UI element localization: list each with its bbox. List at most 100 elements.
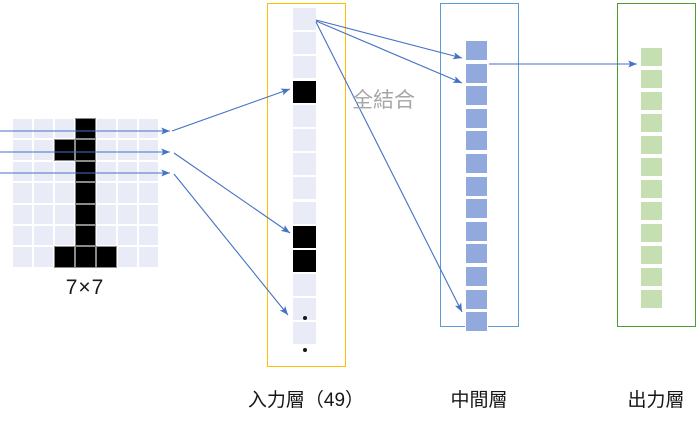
pixel-cell bbox=[33, 182, 54, 204]
input-image-grid bbox=[12, 118, 159, 268]
input-neuron bbox=[293, 298, 316, 321]
pixel-cell bbox=[75, 203, 96, 225]
pixel-cell bbox=[138, 224, 159, 247]
output-neuron bbox=[640, 157, 663, 177]
output-neuron bbox=[640, 69, 663, 89]
fully-connected-label: 全結合 bbox=[352, 89, 415, 112]
pixel-cell bbox=[12, 118, 33, 140]
middle-neuron bbox=[465, 175, 488, 197]
pixel-cell bbox=[117, 160, 138, 183]
pixel-cell bbox=[33, 139, 54, 161]
input-neuron bbox=[293, 274, 316, 297]
output-neuron bbox=[640, 267, 663, 287]
pixel-cell bbox=[75, 182, 96, 204]
pixel-cell bbox=[117, 182, 138, 204]
middle-neuron bbox=[465, 265, 488, 287]
pixel-cell bbox=[54, 139, 75, 161]
pixel-cell bbox=[12, 246, 33, 268]
output-neuron bbox=[640, 113, 663, 133]
output-neuron bbox=[640, 91, 663, 111]
output-neuron bbox=[640, 245, 663, 265]
input-layer-ellipsis bbox=[298, 316, 312, 380]
input-neuron bbox=[293, 249, 316, 272]
output-neuron bbox=[640, 135, 663, 155]
pixel-cell bbox=[117, 139, 138, 161]
pixel-cell bbox=[96, 118, 117, 140]
ellipsis-dot bbox=[303, 348, 307, 352]
pixel-cell bbox=[54, 118, 75, 140]
pixel-cell bbox=[96, 246, 117, 268]
input-neuron bbox=[293, 322, 316, 345]
output-neuron bbox=[640, 201, 663, 221]
output-neuron bbox=[640, 179, 663, 199]
input-neuron bbox=[293, 201, 316, 224]
input-neuron bbox=[293, 177, 316, 200]
pixel-cell bbox=[96, 203, 117, 225]
pixel-cell bbox=[96, 182, 117, 204]
pixel-cell bbox=[54, 246, 75, 268]
pixel-cell bbox=[75, 246, 96, 268]
middle-neuron bbox=[465, 62, 488, 84]
input-layer-neurons bbox=[293, 8, 316, 347]
input-neuron bbox=[293, 128, 316, 151]
pixel-cell bbox=[12, 160, 33, 183]
pixel-cell bbox=[117, 246, 138, 268]
pixel-cell bbox=[75, 224, 96, 247]
middle-neuron bbox=[465, 288, 488, 310]
input-neuron bbox=[293, 153, 316, 176]
middle-neuron bbox=[465, 220, 488, 242]
pixel-cell bbox=[117, 203, 138, 225]
pixel-cell bbox=[12, 224, 33, 247]
pixel-cell bbox=[33, 160, 54, 183]
pixel-cell bbox=[96, 160, 117, 183]
ellipsis-dot bbox=[303, 316, 307, 320]
pixel-cell bbox=[117, 224, 138, 247]
middle-neuron bbox=[465, 152, 488, 174]
output-neuron bbox=[640, 47, 663, 67]
output-layer-neurons bbox=[640, 47, 663, 311]
input-neuron bbox=[293, 8, 316, 30]
pixel-cell bbox=[54, 224, 75, 247]
pixel-cell bbox=[75, 139, 96, 161]
middle-layer-neurons bbox=[465, 40, 488, 334]
middle-neuron bbox=[465, 107, 488, 129]
pixel-cell bbox=[138, 118, 159, 140]
pixel-cell bbox=[54, 203, 75, 225]
pixel-cell bbox=[12, 139, 33, 161]
pixel-cell bbox=[96, 139, 117, 161]
middle-neuron bbox=[465, 198, 488, 220]
pixel-cell bbox=[117, 118, 138, 140]
pixel-cell bbox=[75, 160, 96, 183]
output-neuron bbox=[640, 223, 663, 243]
pixel-cell bbox=[33, 203, 54, 225]
pixel-cell bbox=[12, 203, 33, 225]
grid-size-label: 7×7 bbox=[65, 276, 105, 299]
input-neuron bbox=[293, 104, 316, 127]
pixel-cell bbox=[54, 160, 75, 183]
pixel-cell bbox=[138, 203, 159, 225]
middle-neuron bbox=[465, 40, 488, 61]
pixel-cell bbox=[54, 182, 75, 204]
input-neuron bbox=[293, 225, 316, 248]
output-neuron bbox=[640, 289, 663, 309]
pixel-cell bbox=[12, 182, 33, 204]
pixel-cell bbox=[96, 224, 117, 247]
pixel-cell bbox=[33, 118, 54, 140]
pixel-cell bbox=[138, 160, 159, 183]
pixel-cell bbox=[33, 224, 54, 247]
pixel-cell bbox=[33, 246, 54, 268]
input-layer-label: 入力層（49） bbox=[247, 390, 365, 411]
pixel-grid bbox=[12, 118, 159, 268]
middle-neuron bbox=[465, 130, 488, 152]
middle-neuron bbox=[465, 311, 488, 333]
pixel-cell bbox=[138, 182, 159, 204]
input-neuron bbox=[293, 80, 316, 103]
middle-layer-label: 中間層 bbox=[450, 390, 508, 411]
middle-neuron bbox=[465, 85, 488, 107]
middle-neuron bbox=[465, 243, 488, 265]
output-layer-label: 出力層 bbox=[627, 390, 685, 411]
pixel-cell bbox=[75, 118, 96, 140]
pixel-cell bbox=[138, 246, 159, 268]
pixel-cell bbox=[138, 139, 159, 161]
